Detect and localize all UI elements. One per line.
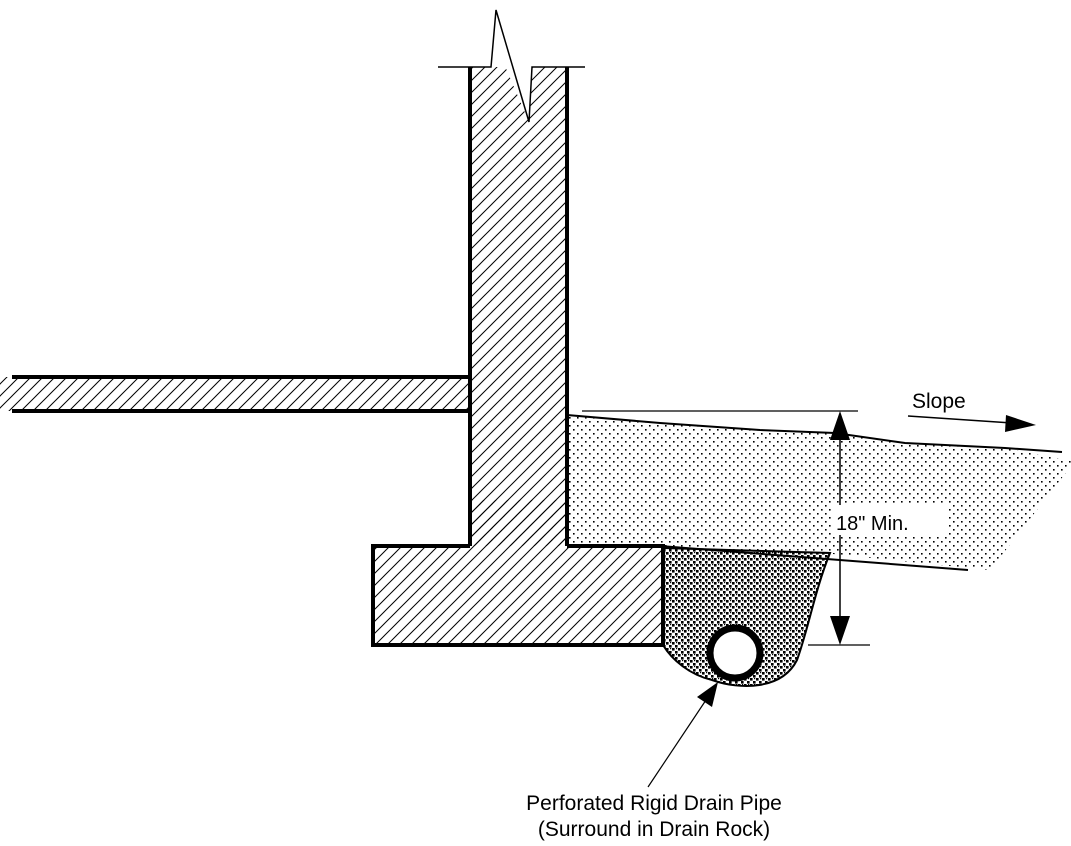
dimension-arrow-up-icon bbox=[830, 411, 850, 440]
drain-rock bbox=[662, 546, 832, 687]
footing bbox=[373, 500, 663, 645]
pipe-label-line1: Perforated Rigid Drain Pipe bbox=[526, 792, 782, 815]
slope-arrow-icon bbox=[1005, 415, 1036, 432]
pipe-leader-line bbox=[647, 699, 707, 788]
slope-label: Slope bbox=[912, 390, 966, 413]
min-depth-label: 18" Min. bbox=[836, 513, 909, 535]
stem-wall bbox=[470, 67, 567, 546]
dimension-label-bg bbox=[833, 505, 948, 535]
slope-arrow-shaft bbox=[907, 415, 1013, 424]
pipe-leader-arrow-icon bbox=[697, 682, 718, 707]
wall-break-line bbox=[438, 9, 585, 123]
footing-outline bbox=[371, 544, 665, 647]
drain-pipe bbox=[706, 624, 764, 682]
dimension-arrow-down-icon bbox=[830, 616, 850, 645]
pipe-label-line2: (Surround in Drain Rock) bbox=[538, 818, 770, 841]
floor-slab bbox=[0, 377, 470, 411]
